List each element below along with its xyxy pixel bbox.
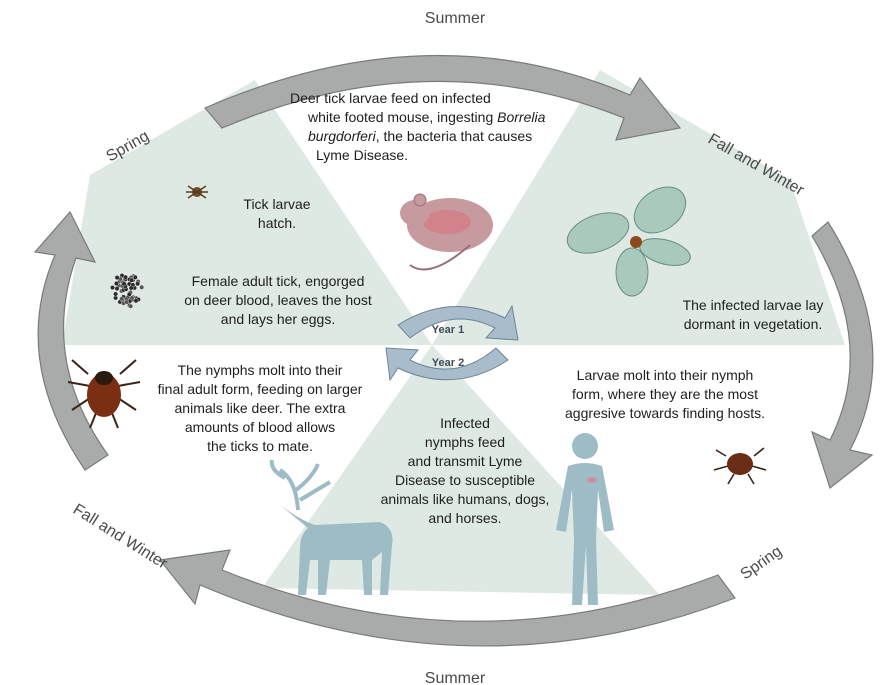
stage-adult-molt-text-line: final adult form, feeding on larger xyxy=(158,381,363,397)
stage-adult-molt-text-line: the ticks to mate. xyxy=(207,438,313,454)
year-1-label: Year 1 xyxy=(432,324,464,336)
season-spring-right: Spring xyxy=(738,543,786,583)
season-summer-top: Summer xyxy=(425,10,486,27)
stage-larvae-hatch-text-line: hatch. xyxy=(258,215,296,231)
stage-nymph-molt-text-line: Larvae molt into their nymph xyxy=(577,367,754,383)
stage-female-eggs-text-line: and lays her eggs. xyxy=(221,311,335,327)
svg-text:burgdorferi, the bacteria that: burgdorferi, the bacteria that causes xyxy=(308,128,532,144)
tick-on-leaf-icon xyxy=(630,236,642,248)
season-fall-winter-left: Fall and Winter xyxy=(70,501,171,573)
year-2-label: Year 2 xyxy=(432,357,464,369)
stage-nymph-feed-text-line: animals like humans, dogs, xyxy=(381,491,550,507)
cycle-arrow-right xyxy=(812,222,873,488)
svg-text:Lyme Disease.: Lyme Disease. xyxy=(316,147,408,163)
stage-nymph-feed-text-line: Disease to susceptible xyxy=(395,472,535,488)
stage-nymph-feed-text-line: Infected xyxy=(440,415,490,431)
season-summer-bottom: Summer xyxy=(425,670,486,685)
stage-dormant-text-line: The infected larvae lay xyxy=(683,297,824,313)
stage-nymph-molt-text: Larvae molt into their nymph form, where … xyxy=(565,367,765,421)
stage-dormant-text-line: dormant in vegetation. xyxy=(684,316,823,332)
stage-larvae-hatch-text-line: Tick larvae xyxy=(243,196,310,212)
stage-female-eggs-text-line: on deer blood, leaves the host xyxy=(184,292,372,308)
stage-adult-molt-text-line: The nymphs molt into their xyxy=(178,362,343,378)
stage-nymph-feed-text-line: and transmit Lyme xyxy=(408,453,523,469)
stage-nymph-molt-text-line: aggresive towards finding hosts. xyxy=(565,405,765,421)
stage-nymph-molt-text-line: form, where they are the most xyxy=(572,386,758,402)
stage-nymph-feed-text-line: nymphs feed xyxy=(425,434,505,450)
stage-nymph-feed-text-line: and horses. xyxy=(428,510,501,526)
mouse-illustration xyxy=(400,194,493,270)
stage-adult-molt-text-line: amounts of blood allows xyxy=(185,419,335,435)
svg-text:white footed mouse, ingesting: white footed mouse, ingesting Borrelia xyxy=(307,109,546,125)
svg-text:Deer tick larvae feed on infec: Deer tick larvae feed on infected xyxy=(290,90,491,106)
nymph-tick-icon xyxy=(714,448,766,484)
stage-female-eggs-text-line: Female adult tick, engorged xyxy=(192,273,365,289)
stage-adult-molt-text-line: animals like deer. The extra xyxy=(175,400,346,416)
stage-adult-molt-text: The nymphs molt into their final adult fo… xyxy=(158,362,363,454)
stage-larvae-feed-text: Deer tick larvae feed on infected white … xyxy=(290,90,546,163)
